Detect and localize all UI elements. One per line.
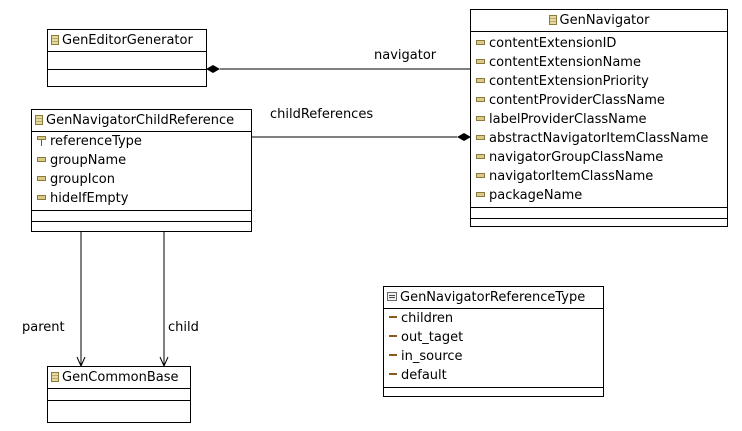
attribute-row[interactable]: navigatorItemClassName bbox=[471, 167, 727, 186]
attribute-row[interactable]: contentProviderClassName bbox=[471, 91, 727, 110]
class-icon bbox=[548, 15, 557, 25]
parent-edge[interactable] bbox=[76, 232, 86, 368]
attributes-compartment bbox=[48, 389, 190, 401]
attribute-icon bbox=[476, 154, 485, 159]
attribute-row[interactable]: abstractNavigatorItemClassName bbox=[471, 129, 727, 148]
literal-icon bbox=[389, 373, 397, 375]
class-header: GenCommonBase bbox=[48, 367, 190, 389]
class-gen-editor-generator[interactable]: GenEditorGenerator bbox=[47, 29, 207, 87]
attribute-icon bbox=[476, 173, 485, 178]
class-header: GenEditorGenerator bbox=[48, 30, 206, 52]
class-gen-navigator[interactable]: GenNavigator contentExtensionID contentE… bbox=[470, 9, 728, 227]
operations-compartment bbox=[48, 401, 190, 412]
literal-icon bbox=[389, 335, 397, 337]
enum-name: GenNavigatorReferenceType bbox=[400, 290, 586, 305]
attribute-row[interactable]: navigatorGroupClassName bbox=[471, 148, 727, 167]
operations-compartment bbox=[384, 388, 603, 398]
navigator-label: navigator bbox=[374, 48, 437, 63]
literals-compartment: children out_taget in_source default bbox=[384, 309, 603, 388]
attribute-row[interactable]: groupName bbox=[32, 151, 251, 170]
enum-gen-navigator-reference-type[interactable]: GenNavigatorReferenceType children out_t… bbox=[383, 286, 604, 397]
navigator-edge[interactable] bbox=[206, 65, 471, 73]
child-references-edge[interactable] bbox=[252, 133, 471, 141]
composition-diamond bbox=[206, 65, 220, 73]
class-name: GenNavigatorChildReference bbox=[46, 113, 235, 128]
attribute-icon bbox=[476, 116, 485, 121]
composition-diamond bbox=[457, 133, 471, 141]
literal-row[interactable]: children bbox=[384, 309, 603, 328]
attribute-row[interactable]: hideIfEmpty bbox=[32, 189, 251, 208]
class-icon bbox=[51, 372, 59, 382]
attributes-compartment: contentExtensionID contentExtensionName … bbox=[471, 32, 727, 208]
attribute-icon bbox=[37, 195, 46, 200]
operations-compartment bbox=[32, 211, 251, 222]
extra-compartment bbox=[471, 219, 727, 229]
operations-compartment bbox=[471, 208, 727, 219]
attribute-icon bbox=[476, 192, 485, 197]
class-name: GenCommonBase bbox=[62, 370, 179, 385]
operations-compartment bbox=[48, 70, 206, 87]
literal-icon bbox=[389, 354, 397, 356]
literal-row[interactable]: default bbox=[384, 366, 603, 385]
attribute-row[interactable]: contentExtensionID bbox=[471, 34, 727, 53]
attribute-icon bbox=[37, 157, 46, 162]
literal-row[interactable]: out_taget bbox=[384, 328, 603, 347]
class-gen-common-base[interactable]: GenCommonBase bbox=[47, 366, 191, 423]
attributes-compartment bbox=[48, 52, 206, 70]
class-name: GenEditorGenerator bbox=[62, 33, 193, 48]
attribute-icon bbox=[476, 78, 485, 83]
class-name: GenNavigator bbox=[559, 13, 650, 28]
attribute-icon bbox=[476, 97, 485, 102]
reference-icon bbox=[37, 136, 46, 146]
extra-compartment bbox=[32, 222, 251, 232]
attribute-row[interactable]: contentExtensionPriority bbox=[471, 72, 727, 91]
child-label: child bbox=[168, 320, 199, 335]
literal-row[interactable]: in_source bbox=[384, 347, 603, 366]
attribute-row[interactable]: contentExtensionName bbox=[471, 53, 727, 72]
attribute-icon bbox=[476, 135, 485, 140]
parent-label: parent bbox=[22, 320, 65, 335]
attribute-icon bbox=[476, 59, 485, 64]
attributes-compartment: referenceType groupName groupIcon hideIf… bbox=[32, 132, 251, 211]
attribute-row[interactable]: groupIcon bbox=[32, 170, 251, 189]
attribute-icon bbox=[37, 176, 46, 181]
literal-icon bbox=[389, 316, 397, 318]
child-edge[interactable] bbox=[159, 232, 169, 368]
class-gen-navigator-child-reference[interactable]: GenNavigatorChildReference referenceType… bbox=[31, 109, 252, 232]
class-header: GenNavigatorChildReference bbox=[32, 110, 251, 132]
class-icon bbox=[35, 115, 43, 125]
reference-row[interactable]: referenceType bbox=[32, 132, 251, 151]
class-header: GenNavigator bbox=[471, 10, 727, 32]
attribute-row[interactable]: packageName bbox=[471, 186, 727, 205]
class-icon bbox=[51, 35, 59, 45]
enum-header: GenNavigatorReferenceType bbox=[384, 287, 603, 309]
enum-icon bbox=[387, 292, 397, 301]
child-references-label: childReferences bbox=[270, 107, 374, 122]
attribute-row[interactable]: labelProviderClassName bbox=[471, 110, 727, 129]
attribute-icon bbox=[476, 40, 485, 45]
